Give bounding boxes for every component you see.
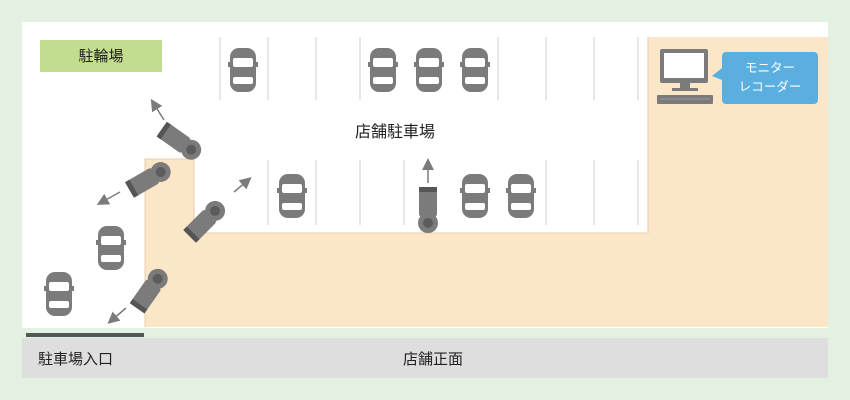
parking-entrance-label: 駐車場入口 bbox=[38, 350, 114, 368]
car-icon bbox=[414, 48, 444, 92]
car-icon bbox=[506, 174, 536, 218]
callout-pointer bbox=[712, 68, 722, 80]
car-icon bbox=[368, 48, 398, 92]
car-icon bbox=[96, 226, 126, 270]
car-icon bbox=[460, 174, 490, 218]
monitor-recorder-callout: モニター レコーダー bbox=[722, 52, 818, 104]
store-front-label: 店舗正面 bbox=[403, 350, 464, 368]
arrow-icon bbox=[96, 191, 121, 205]
recorder-label: レコーダー bbox=[738, 79, 802, 94]
keyboard-icon bbox=[657, 95, 713, 104]
entrance-line bbox=[26, 333, 144, 337]
arrow-icon bbox=[233, 177, 252, 193]
car-icon bbox=[228, 48, 258, 92]
car-icon bbox=[460, 48, 490, 92]
security-camera-icon bbox=[418, 187, 438, 233]
bicycle-parking-label: 駐輪場 bbox=[40, 40, 162, 72]
monitor-label: モニター bbox=[744, 60, 795, 75]
store-parking-label: 店舗駐車場 bbox=[355, 122, 436, 141]
parking-stall-lines bbox=[219, 37, 639, 225]
car-icon bbox=[277, 174, 307, 218]
street bbox=[22, 338, 828, 378]
monitor-icon bbox=[660, 49, 708, 91]
car-icon bbox=[44, 272, 74, 316]
arrow-icon bbox=[107, 307, 127, 324]
store-building bbox=[145, 37, 828, 327]
arrow-icon bbox=[150, 98, 165, 121]
